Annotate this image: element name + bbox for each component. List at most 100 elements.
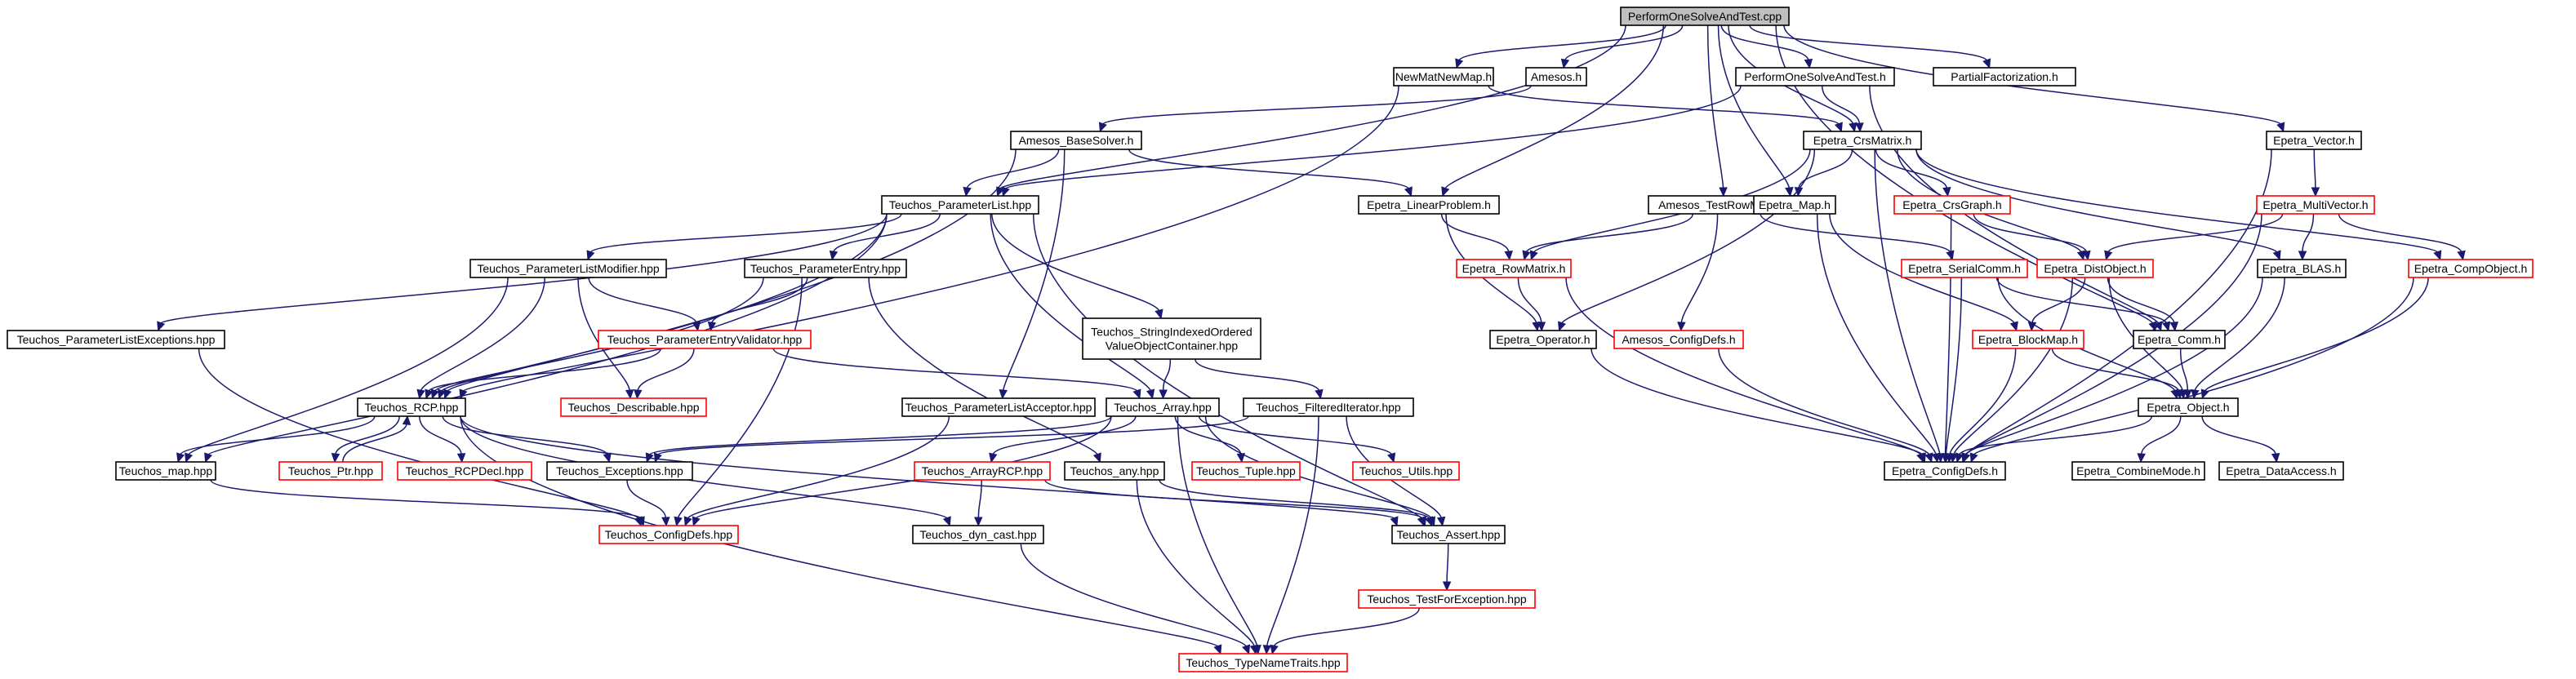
node-teuchos-exceptions[interactable]: Teuchos_Exceptions.hpp <box>546 461 693 481</box>
edge-arrowhead <box>1315 388 1324 400</box>
node-teuchos-dyncast[interactable]: Teuchos_dyn_cast.hpp <box>912 525 1044 544</box>
edge-arrowhead <box>438 388 447 400</box>
edge-line <box>1958 415 2153 455</box>
edge-arrowhead <box>2009 321 2018 332</box>
node-epetra-comm[interactable]: Epetra_Comm.h <box>2133 330 2226 349</box>
node-label: Epetra_ConfigDefs.h <box>1892 464 1998 477</box>
edge-line <box>1973 277 2414 456</box>
edge-line <box>1445 213 1537 324</box>
node-box <box>2133 330 2226 349</box>
edge-line <box>695 415 1112 520</box>
edge-epetra-object-to-epetra-dataaccess <box>2201 415 2280 464</box>
node-teuchos-pevalidator[interactable]: Teuchos_ParameterEntryValidator.hpp <box>598 330 812 349</box>
node-epetra-rowmatrix[interactable]: Epetra_RowMatrix.h <box>1456 259 1572 278</box>
node-epetra-serialcomm[interactable]: Epetra_SerialComm.h <box>1901 259 2028 278</box>
edge-line <box>1004 85 1742 190</box>
node-box <box>1884 461 2006 481</box>
node-epetra-blas[interactable]: Epetra_BLAS.h <box>2257 259 2347 278</box>
edge-line <box>1488 85 1840 126</box>
node-epetra-map[interactable]: Epetra_Map.h <box>1753 195 1836 215</box>
edge-line <box>1440 213 1510 253</box>
node-teuchos-any[interactable]: Teuchos_any.hpp <box>1064 461 1165 481</box>
node-teuchos-rcpdecl[interactable]: Teuchos_RCPDecl.hpp <box>397 461 532 481</box>
node-teuchos-array[interactable]: Teuchos_Array.hpp <box>1106 397 1220 417</box>
node-teuchos-filterediterator[interactable]: Teuchos_FilteredIterator.hpp <box>1243 397 1414 417</box>
edge-arrowhead <box>2311 187 2320 197</box>
node-label: Teuchos_map.hpp <box>119 464 213 477</box>
node-performonesolve-h[interactable]: PerformOneSolveAndTest.h <box>1735 67 1895 87</box>
node-teuchos-rcp[interactable]: Teuchos_RCP.hpp <box>357 397 466 417</box>
edge-line <box>1760 213 1951 253</box>
node-amesos-h[interactable]: Amesos.h <box>1525 67 1587 87</box>
node-teuchos-assert[interactable]: Teuchos_Assert.hpp <box>1391 525 1506 544</box>
edge-line <box>1973 213 2088 253</box>
edge-root-to-newmatnewmap <box>1455 24 1666 69</box>
edge-arrowhead <box>1098 122 1107 133</box>
edge-arrowhead <box>1390 516 1399 527</box>
node-teuchos-tuple[interactable]: Teuchos_Tuple.hpp <box>1191 461 1301 481</box>
node-teuchos-ptr[interactable]: Teuchos_Ptr.hpp <box>278 461 383 481</box>
node-box <box>1620 7 1790 26</box>
node-teuchos-testforexception[interactable]: Teuchos_TestForException.hpp <box>1358 589 1536 609</box>
node-label: Teuchos_Tuple.hpp <box>1196 464 1296 477</box>
node-epetra-blockmap[interactable]: Epetra_BlockMap.h <box>1972 330 2084 349</box>
node-epetra-operator[interactable]: Epetra_Operator.h <box>1489 330 1597 349</box>
edge-arrowhead <box>692 516 701 527</box>
edge-arrowhead <box>1719 187 1728 197</box>
node-root[interactable]: PerformOneSolveAndTest.cpp <box>1620 7 1790 26</box>
edge-epetra-blas-to-epetra-configdefs <box>1961 277 2263 464</box>
edge-root-to-epetra-crsmatrix <box>1728 24 1857 133</box>
node-teuchos-describable[interactable]: Teuchos_Describable.hpp <box>560 397 707 417</box>
node-amesos-basesolver[interactable]: Amesos_BaseSolver.h <box>1010 131 1142 150</box>
node-teuchos-plmodifier[interactable]: Teuchos_ParameterListModifier.hpp <box>469 259 667 278</box>
node-epetra-linearproblem[interactable]: Epetra_LinearProblem.h <box>1358 195 1500 215</box>
node-epetra-vector[interactable]: Epetra_Vector.h <box>2266 131 2362 150</box>
edge-epetra-rowmatrix-to-epetra-operator <box>1517 277 1546 332</box>
node-newmatnewmap[interactable]: NewMatNewMap.h <box>1393 67 1494 87</box>
node-partialfact[interactable]: PartialFactorization.h <box>1933 67 2076 87</box>
node-teuchos-map[interactable]: Teuchos_map.hpp <box>115 461 216 481</box>
edge-performonesolve-h-to-teuchos-parameterlist <box>1001 85 1742 197</box>
node-epetra-object[interactable]: Epetra_Object.h <box>2138 397 2239 417</box>
edge-line <box>1829 213 2015 324</box>
edge-line <box>2107 213 2284 253</box>
edge-teuchos-rcp-to-teuchos-assert <box>460 415 1399 527</box>
edge-arrowhead <box>636 516 645 527</box>
edge-line <box>1195 358 1320 392</box>
edge-arrowhead <box>634 389 643 400</box>
node-box <box>1972 330 2084 349</box>
node-epetra-dataaccess[interactable]: Epetra_DataAccess.h <box>2218 461 2344 481</box>
edge-line <box>460 415 1395 520</box>
edge-arrowhead <box>1155 308 1163 320</box>
node-teuchos-parameterentry[interactable]: Teuchos_ParameterEntry.hpp <box>744 259 907 278</box>
node-teuchos-plexceptions[interactable]: Teuchos_ParameterListExceptions.hpp <box>7 330 225 349</box>
node-epetra-multivector[interactable]: Epetra_MultiVector.h <box>2256 195 2375 215</box>
node-teuchos-typenametraits[interactable]: Teuchos_TypeNameTraits.hpp <box>1178 653 1348 672</box>
node-epetra-distobject[interactable]: Epetra_DistObject.h <box>2036 259 2154 278</box>
edge-arrowhead <box>1537 322 1546 332</box>
node-epetra-crsgraph[interactable]: Epetra_CrsGraph.h <box>1893 195 2011 215</box>
edge-epetra-compobject-to-epetra-configdefs <box>1969 277 2414 464</box>
node-teuchos-arrayrcp[interactable]: Teuchos_ArrayRCP.hpp <box>914 461 1051 481</box>
node-teuchos-stringindexed[interactable]: Teuchos_StringIndexedOrderedValueObjectC… <box>1082 317 1261 360</box>
edge-line <box>460 415 1219 648</box>
node-teuchos-parameterlist[interactable]: Teuchos_ParameterList.hpp <box>881 195 1039 215</box>
node-teuchos-configdefs[interactable]: Teuchos_ConfigDefs.hpp <box>598 525 739 544</box>
edge-arrowhead <box>2200 388 2209 400</box>
node-epetra-crsmatrix[interactable]: Epetra_CrsMatrix.h <box>1803 131 1922 150</box>
node-epetra-combinemode[interactable]: Epetra_CombineMode.h <box>2071 461 2205 481</box>
node-amesos-configdefs[interactable]: Amesos_ConfigDefs.h <box>1613 330 1744 349</box>
edge-arrowhead <box>416 388 425 400</box>
edge-line <box>210 479 642 520</box>
edge-teuchos-stringindexed-to-teuchos-array <box>1159 358 1172 400</box>
edge-line <box>1177 415 1258 647</box>
edge-arrowhead <box>1455 58 1464 69</box>
edge-line <box>1945 277 1963 455</box>
edge-line <box>1915 149 2278 254</box>
node-epetra-compobject[interactable]: Epetra_CompObject.h <box>2408 259 2534 278</box>
node-epetra-configdefs[interactable]: Epetra_ConfigDefs.h <box>1884 461 2006 481</box>
node-teuchos-utils[interactable]: Teuchos_Utils.hpp <box>1352 461 1460 481</box>
edge-amesos-basesolver-to-epetra-linearproblem <box>1128 149 1413 197</box>
node-teuchos-placceptor[interactable]: Teuchos_ParameterListAcceptor.hpp <box>901 397 1096 417</box>
node-box <box>1803 131 1922 150</box>
